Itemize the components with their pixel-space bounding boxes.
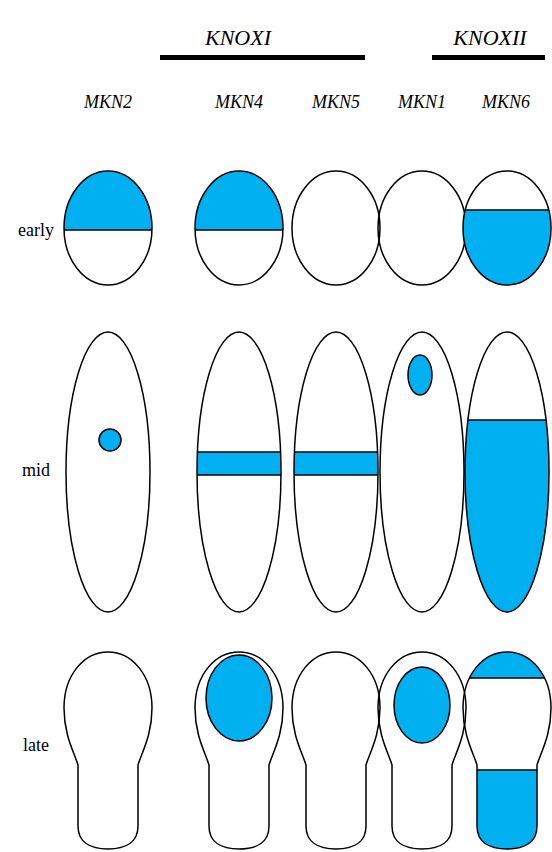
early-embryo [48, 160, 168, 285]
mid-embryo [276, 332, 396, 612]
expression-domain [206, 655, 272, 741]
stage-label: mid [22, 461, 50, 479]
mid-embryo [179, 332, 299, 612]
gene-label: MKN2 [84, 93, 132, 111]
mid-embryo [447, 332, 552, 620]
late-embryo [64, 652, 152, 849]
expression-domain [447, 420, 552, 620]
expression-domain [447, 640, 552, 678]
early-embryo [447, 171, 552, 300]
late-embryo [195, 652, 283, 849]
gene-label: MKN6 [482, 93, 530, 111]
expression-domain [394, 667, 450, 743]
early-embryo [179, 160, 299, 285]
late-embryo [292, 652, 380, 849]
mid-embryo [380, 332, 464, 612]
gene-label: MKN5 [312, 93, 360, 111]
gene-label: MKN1 [398, 93, 446, 111]
late-embryo [378, 652, 466, 849]
expression-domain [99, 429, 121, 451]
group-label: KNOXI [205, 27, 271, 49]
group-bar [432, 55, 545, 60]
early-embryo [378, 171, 466, 285]
group-label: KNOXII [453, 27, 526, 49]
group-bar [160, 55, 365, 60]
stage-label: late [23, 736, 49, 754]
stage-label: early [18, 221, 54, 239]
late-embryo [447, 640, 552, 852]
expression-domain [408, 355, 432, 395]
gene-label: MKN4 [215, 93, 263, 111]
mid-embryo [66, 332, 150, 612]
early-embryo [292, 171, 380, 285]
